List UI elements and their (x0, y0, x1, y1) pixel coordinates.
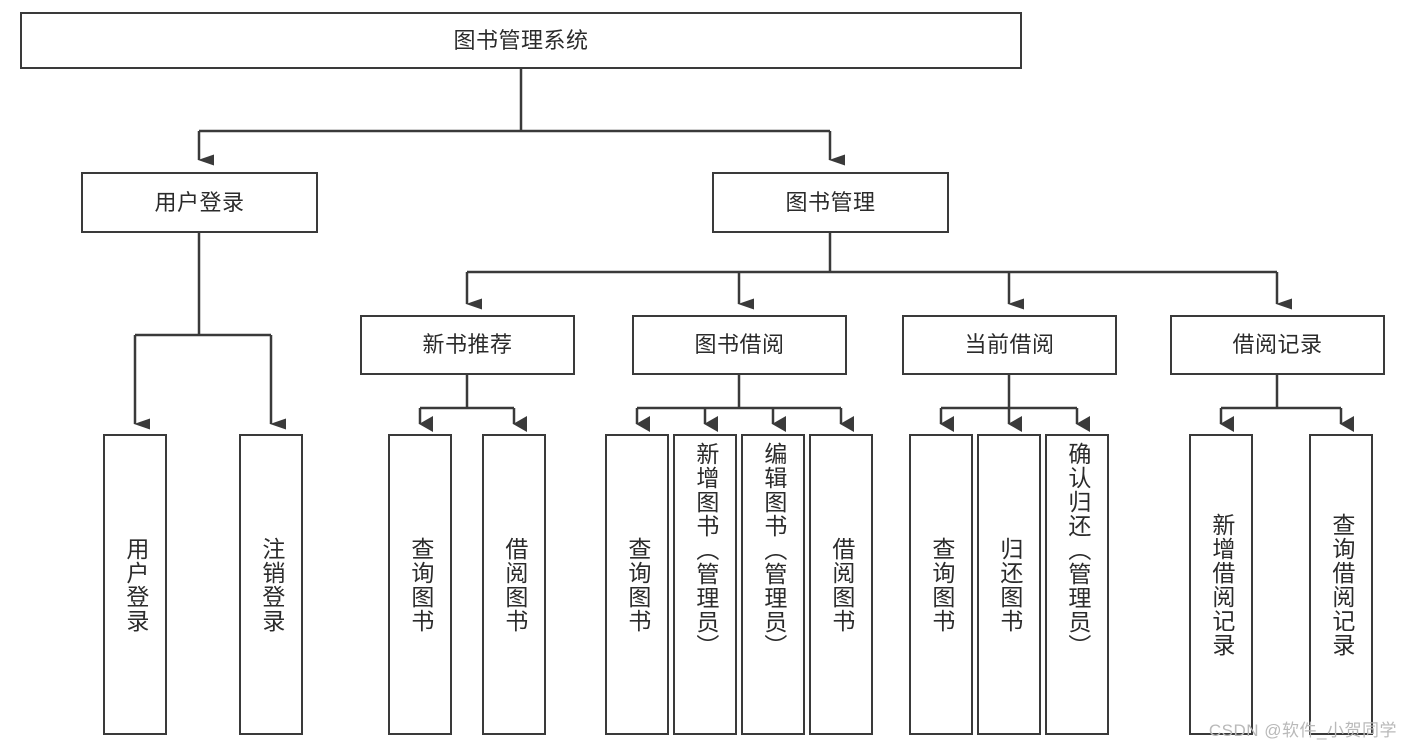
leaf-borrow-book-newbook-label: 借阅图书 (501, 536, 528, 633)
leaf-logout-login[interactable]: 注销登录 (239, 434, 303, 735)
leaf-add-borrow-record[interactable]: 新增借阅记录 (1189, 434, 1253, 735)
leaf-edit-book-admin-label: 编辑图书（管理员） (760, 442, 787, 658)
leaf-query-book-borrow-label: 查询图书 (624, 536, 651, 633)
leaf-query-book-current-label: 查询图书 (928, 536, 955, 633)
leaf-query-borrow-record-label: 查询借阅记录 (1328, 512, 1355, 657)
leaf-borrow-book-newbook[interactable]: 借阅图书 (482, 434, 546, 735)
node-user-login[interactable]: 用户登录 (81, 172, 318, 233)
leaf-user-login-label: 用户登录 (122, 536, 149, 633)
node-book-management[interactable]: 图书管理 (712, 172, 949, 233)
leaf-borrow-book-borrow-label: 借阅图书 (828, 536, 855, 633)
leaf-return-book[interactable]: 归还图书 (977, 434, 1041, 735)
node-borrow-record-label: 借阅记录 (1232, 332, 1323, 358)
node-user-login-label: 用户登录 (154, 189, 245, 215)
leaf-query-borrow-record[interactable]: 查询借阅记录 (1309, 434, 1373, 735)
leaf-query-book-newbook[interactable]: 查询图书 (388, 434, 452, 735)
leaf-query-book-borrow[interactable]: 查询图书 (605, 434, 669, 735)
leaf-borrow-book-borrow[interactable]: 借阅图书 (809, 434, 873, 735)
leaf-confirm-return-admin-label: 确认归还（管理员） (1064, 442, 1091, 658)
node-current-borrow[interactable]: 当前借阅 (902, 315, 1117, 375)
node-current-borrow-label: 当前借阅 (964, 332, 1055, 358)
leaf-confirm-return-admin[interactable]: 确认归还（管理员） (1045, 434, 1109, 735)
node-book-management-label: 图书管理 (785, 189, 876, 215)
leaf-edit-book-admin[interactable]: 编辑图书（管理员） (741, 434, 805, 735)
leaf-return-book-label: 归还图书 (996, 536, 1023, 633)
leaf-add-borrow-record-label: 新增借阅记录 (1208, 512, 1235, 657)
leaf-user-login[interactable]: 用户登录 (103, 434, 167, 735)
leaf-add-book-admin[interactable]: 新增图书（管理员） (673, 434, 737, 735)
node-borrow-record[interactable]: 借阅记录 (1170, 315, 1385, 375)
node-root-label: 图书管理系统 (453, 27, 589, 53)
node-root[interactable]: 图书管理系统 (20, 12, 1022, 69)
leaf-logout-login-label: 注销登录 (258, 536, 285, 633)
leaf-query-book-newbook-label: 查询图书 (407, 536, 434, 633)
node-new-book-recommend-label: 新书推荐 (422, 332, 513, 358)
leaf-query-book-current[interactable]: 查询图书 (909, 434, 973, 735)
node-book-borrow-label: 图书借阅 (694, 332, 785, 358)
node-new-book-recommend[interactable]: 新书推荐 (360, 315, 575, 375)
watermark-text: CSDN @软件_小贺同学 (1208, 721, 1397, 740)
node-book-borrow[interactable]: 图书借阅 (632, 315, 847, 375)
leaf-add-book-admin-label: 新增图书（管理员） (692, 442, 719, 658)
